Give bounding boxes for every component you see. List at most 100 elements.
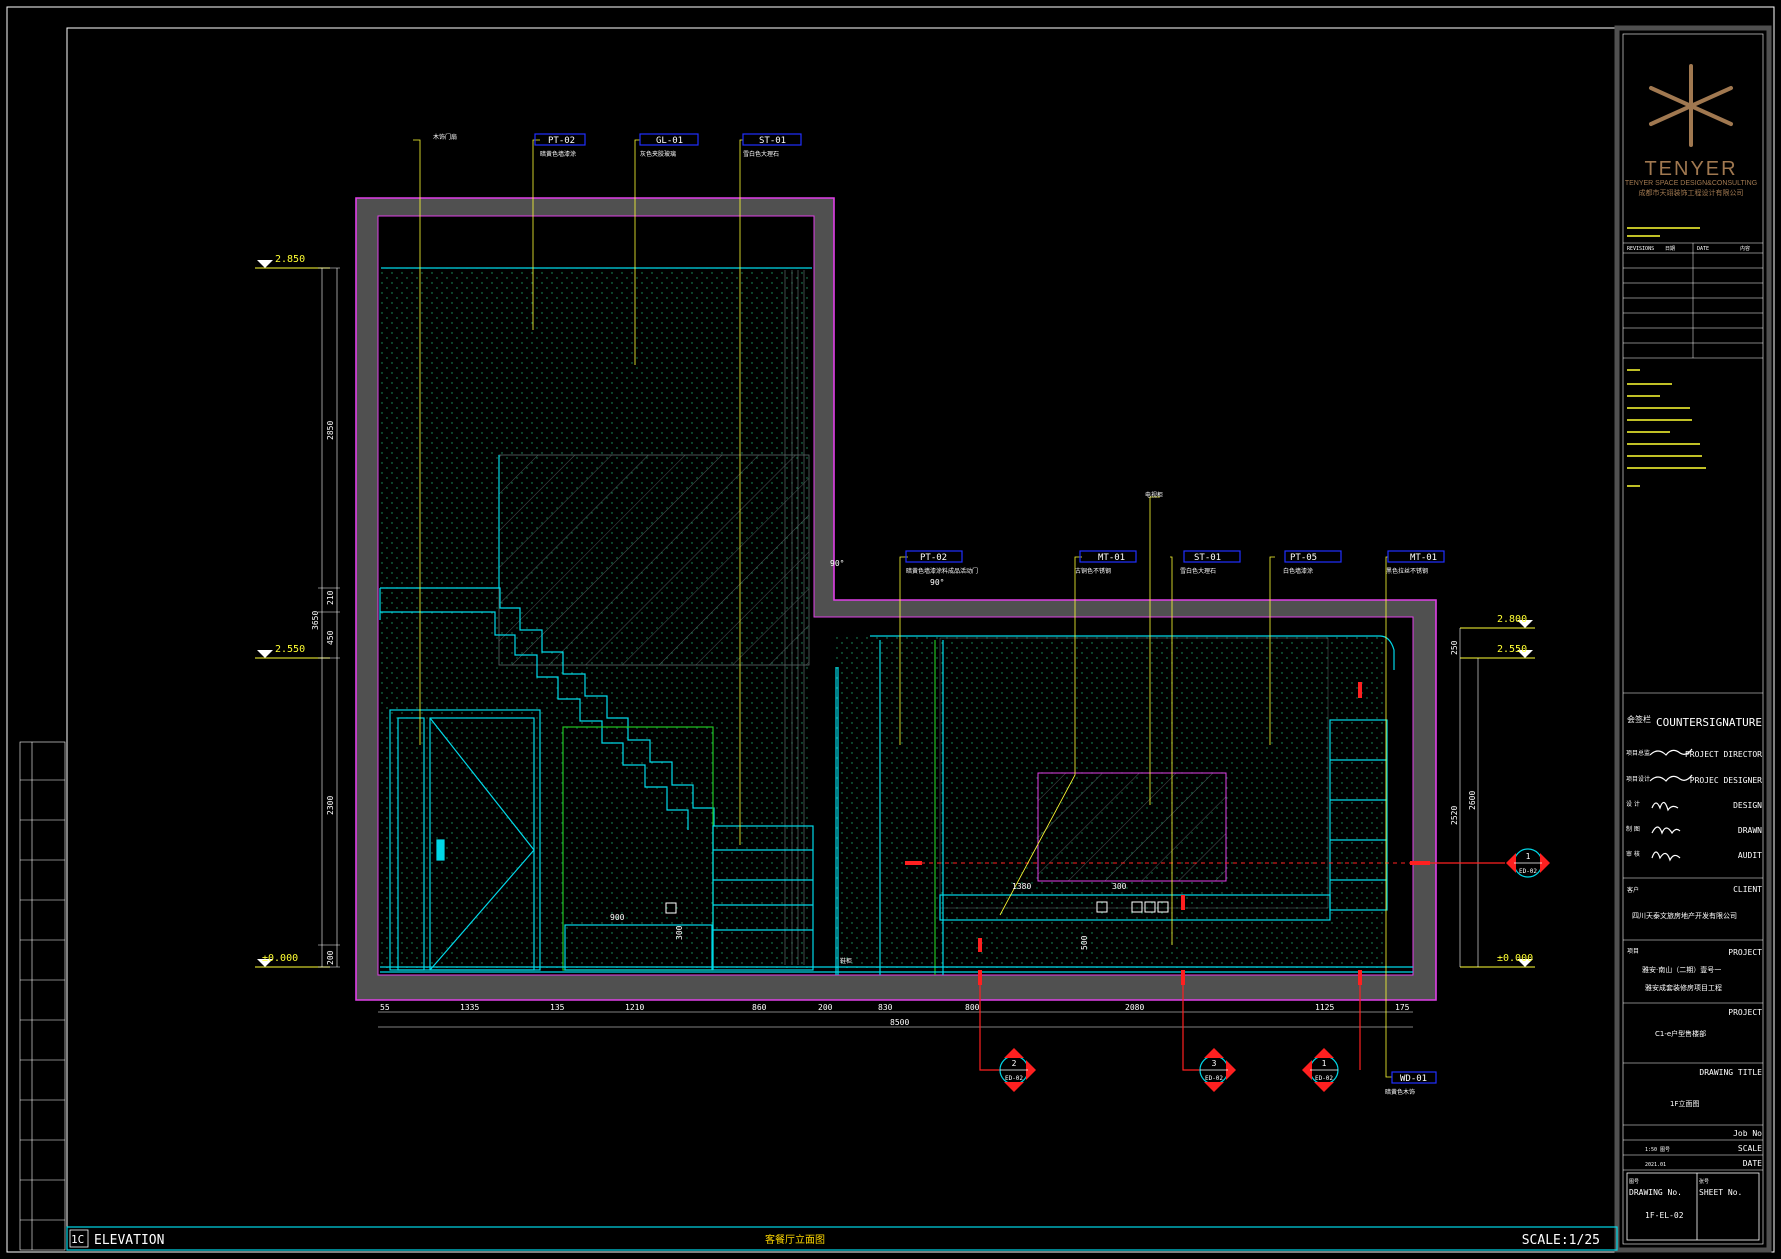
- level-right-1: 2.800: [1497, 614, 1527, 625]
- dim-bottom-3: 1210: [625, 1003, 644, 1012]
- outer-frame: [6, 6, 1775, 1253]
- revision-table: [1623, 242, 1763, 359]
- dim-bottom-7: 800: [965, 1003, 980, 1012]
- level-left-1: 2.850: [275, 254, 305, 265]
- dim-left-4: 2300: [326, 796, 335, 815]
- signature-marks: [1649, 748, 1693, 862]
- dim-bottom-9: 1125: [1315, 1003, 1334, 1012]
- project-name-1: 雅安·南山（二期）壹号一: [1642, 965, 1721, 974]
- tag-code-3: PT-02: [920, 553, 947, 563]
- tag-desc-8: 暗黄色木饰: [1385, 1088, 1415, 1096]
- tag-desc-6: 白色墙漆涂: [1283, 567, 1313, 575]
- bar-code: 1C: [71, 1233, 84, 1246]
- label-d300: 300: [675, 925, 684, 940]
- tag-code-8: WD-01: [1400, 1074, 1427, 1084]
- dim-right-1: 2520: [1450, 806, 1459, 825]
- section-2-ref: ED-02: [1005, 1075, 1023, 1082]
- dim-bottom-8: 2080: [1125, 1003, 1144, 1012]
- jobno-label: Job No: [1733, 1129, 1762, 1138]
- section-mark-3: 3 ED-02: [1182, 985, 1236, 1092]
- bar-scale: SCALE:1/25: [1522, 1233, 1600, 1248]
- tag-code-6: PT-05: [1290, 553, 1317, 563]
- project-label: PROJECT: [1728, 948, 1762, 957]
- section-4-num: 1: [1322, 1059, 1327, 1068]
- tag-code-4: MT-01: [1098, 553, 1125, 563]
- rev-header-0: REVISIONS: [1627, 246, 1654, 252]
- fixtures: [665, 901, 1169, 914]
- drawing-title-label: DRAWING TITLE: [1699, 1068, 1762, 1077]
- level-marks: [255, 260, 1535, 968]
- tag-code-0: PT-02: [548, 136, 575, 146]
- tag-code-7: MT-01: [1410, 553, 1437, 563]
- tag-desc-3: 暗黄色墙漆涂料成品活动门: [906, 567, 978, 575]
- dim-bottom-5: 200: [818, 1003, 833, 1012]
- dim-bottom-10: 175: [1395, 1003, 1410, 1012]
- role-cn-0: 项目总监: [1626, 749, 1650, 757]
- date-value: 2021.01: [1645, 1162, 1666, 1168]
- material-tag-leaders: [413, 139, 1392, 1078]
- level-right-2: 2.550: [1497, 644, 1527, 655]
- tenyer-logo-icon: [1649, 64, 1733, 147]
- dim-left-0: 2850: [326, 421, 335, 440]
- section-2-num: 2: [1012, 1059, 1017, 1068]
- label-d300b: 300: [1112, 882, 1127, 891]
- level-right-3: ±0.000: [1497, 953, 1533, 964]
- rev-header-3: 内容: [1740, 245, 1750, 252]
- dim-bottom-6: 830: [878, 1003, 893, 1012]
- section-mark-2: 2 ED-02: [979, 985, 1036, 1092]
- section-3-num: 3: [1212, 1059, 1217, 1068]
- drawing-no-box: [1626, 1172, 1760, 1241]
- label-angle-2: 90°: [930, 578, 944, 587]
- rev-header-2: DATE: [1697, 246, 1709, 252]
- bar-title: 客餐厅立面图: [765, 1233, 825, 1246]
- section-1-ref: ED-02: [1519, 868, 1537, 875]
- dim-right-0: 250: [1450, 640, 1459, 655]
- countersign-label: COUNTERSIGNATURE: [1656, 716, 1762, 729]
- sheet-no-cn: 张号: [1699, 1178, 1709, 1185]
- role-design: DESIGN: [1733, 801, 1762, 810]
- dimension-lines: [318, 267, 1479, 1028]
- title-block: TENYER TENYER SPACE DESIGN&CONSULTING 成都…: [1614, 25, 1772, 1253]
- tag-code-1: GL-01: [656, 136, 683, 146]
- dim-left-1: 3650: [311, 611, 320, 630]
- project-cn: 项目: [1627, 948, 1639, 955]
- level-left-2: 2.550: [275, 644, 305, 655]
- dim-bottom-4: 860: [752, 1003, 767, 1012]
- wall-finish-areas: [381, 268, 1385, 968]
- dim-bottom-0: 55: [380, 1003, 390, 1012]
- dim-right-2: 2600: [1468, 791, 1477, 810]
- role-cn-3: 制 图: [1626, 825, 1640, 833]
- logo-company: 成都市天翊装饰工程设计有限公司: [1639, 188, 1744, 197]
- tag-code-5: ST-01: [1194, 553, 1221, 563]
- role-cn-1: 项目设计: [1626, 775, 1650, 783]
- drawing-title: 1F立面图: [1670, 1099, 1699, 1108]
- section-mark-1: 1 ED-02: [1413, 848, 1550, 878]
- scale-label: SCALE: [1738, 1144, 1762, 1153]
- project-name-2: 雅安成套装修房项目工程: [1645, 983, 1722, 992]
- role-cn-4: 审 核: [1626, 850, 1640, 858]
- tag-code-2: ST-01: [759, 136, 786, 146]
- role-drawn: DRAWN: [1738, 826, 1762, 835]
- section-3-ref: ED-02: [1205, 1075, 1223, 1082]
- rev-header-1: 日期: [1665, 246, 1675, 252]
- elevation-walls: [355, 197, 1437, 1001]
- section-4-ref: ED-02: [1315, 1075, 1333, 1082]
- bottom-title-bar: 1C ELEVATION 客餐厅立面图 SCALE:1/25: [66, 1226, 1618, 1251]
- project-name-3: C1-e户型售楼部: [1655, 1029, 1706, 1038]
- role-project-director: PROJECT DIRECTOR: [1685, 750, 1762, 759]
- role-audit: AUDIT: [1738, 851, 1762, 860]
- tag-desc-2: 雪白色大理石: [743, 150, 779, 158]
- drawing-no-cn: 图号: [1629, 1179, 1639, 1185]
- tag-desc-0: 暗黄色墙漆涂: [540, 150, 576, 158]
- sheet-no-label: SHEET No.: [1699, 1188, 1742, 1197]
- dim-left-3: 450: [326, 630, 335, 645]
- label-d900: 900: [610, 913, 625, 922]
- role-cn-2: 设 计: [1626, 800, 1640, 808]
- notes-lines: [1627, 227, 1706, 487]
- label-shoe: 鞋柜: [840, 957, 852, 965]
- dim-left-5: 200: [326, 950, 335, 965]
- scale-value: 1:50 图号: [1645, 1147, 1670, 1153]
- label-d1380: 1380: [1012, 882, 1031, 891]
- bar-label: ELEVATION: [94, 1233, 164, 1248]
